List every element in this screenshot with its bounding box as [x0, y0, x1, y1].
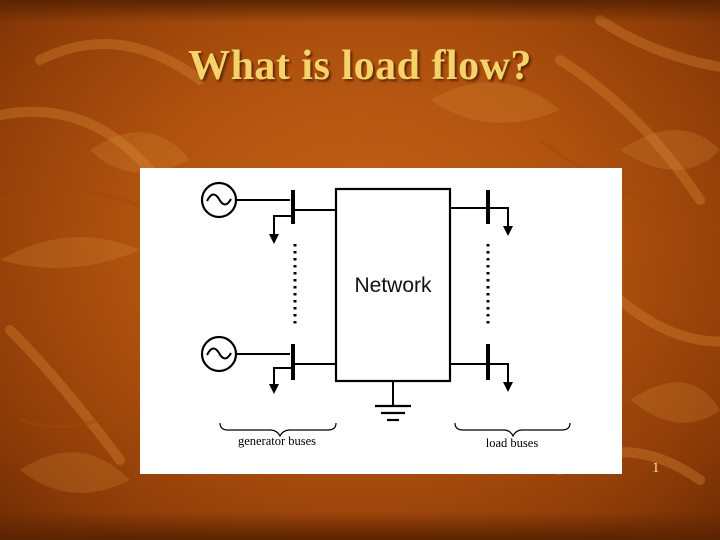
ground-symbol: [375, 381, 411, 422]
load-buses-label: load buses: [486, 436, 539, 450]
generator-buses-brace: [219, 422, 337, 438]
load-bus-1-load-arrow: [490, 207, 513, 236]
generator-bus-1-load-arrow: [269, 215, 291, 244]
load-bus-2-load-arrow: [490, 363, 513, 392]
network-box: [334, 187, 452, 383]
generator-2: [200, 335, 290, 373]
bottom-shadow-band: [0, 512, 720, 540]
generator-1: [200, 181, 290, 219]
generator-buses-label: generator buses: [238, 434, 316, 448]
load-buses-brace: [454, 422, 571, 438]
generator-bus-2-load-arrow: [269, 367, 291, 394]
slide-title: What is load flow?: [188, 43, 532, 89]
top-shadow-band: [0, 0, 720, 22]
load-flow-diagram: Network generator buses load buses: [140, 168, 622, 474]
page-number: 1: [652, 460, 660, 476]
network-label: Network: [354, 274, 432, 297]
